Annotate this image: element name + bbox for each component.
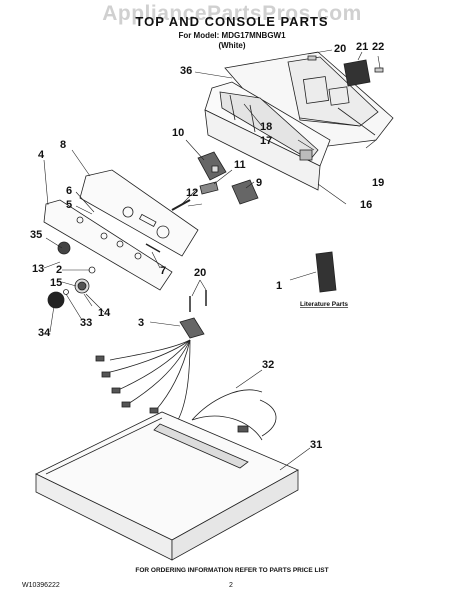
callout-36: 36 xyxy=(180,65,192,77)
literature-label: Literature Parts xyxy=(300,301,348,308)
callout-14: 14 xyxy=(98,307,111,319)
ordering-note: FOR ORDERING INFORMATION REFER TO PARTS … xyxy=(135,567,329,574)
callout-31: 31 xyxy=(310,439,322,451)
page-number: 2 xyxy=(229,582,233,589)
top-panel xyxy=(35,411,299,561)
rear-console-panel xyxy=(224,51,394,151)
callout-4: 4 xyxy=(38,149,45,161)
callout-5: 5 xyxy=(66,199,72,211)
callout-9: 9 xyxy=(256,177,262,189)
callout-6: 6 xyxy=(66,185,72,197)
leader-lines xyxy=(43,49,381,471)
callout-16: 16 xyxy=(360,199,372,211)
literature-booklet xyxy=(315,251,337,293)
callout-7: 7 xyxy=(160,265,166,277)
callout-35: 35 xyxy=(30,229,42,241)
bracket-part xyxy=(307,55,384,87)
page-title: TOP AND CONSOLE PARTS xyxy=(135,14,329,29)
callout-labels: 1 2 3 4 5 6 7 8 9 10 11 12 13 14 15 16 1… xyxy=(30,41,384,451)
wire-harness xyxy=(95,339,277,441)
switch-part xyxy=(197,151,227,181)
callout-20-bottom: 20 xyxy=(194,267,206,279)
callout-20-top: 20 xyxy=(334,43,346,55)
callout-21: 21 xyxy=(356,41,368,53)
model-subtitle: For Model: MDG17MNBGW1 xyxy=(178,31,286,40)
callout-8: 8 xyxy=(60,139,66,151)
console-backsplash xyxy=(43,199,173,291)
callout-2: 2 xyxy=(56,264,62,276)
callout-13: 13 xyxy=(32,263,44,275)
callout-33: 33 xyxy=(80,317,92,329)
callout-1: 1 xyxy=(276,280,282,292)
watermark: AppliancePartsPros.com xyxy=(102,2,362,25)
callout-11: 11 xyxy=(234,159,246,171)
timer-part xyxy=(231,179,259,205)
callout-15: 15 xyxy=(50,277,62,289)
document-id: W10396222 xyxy=(22,582,60,589)
callout-12: 12 xyxy=(186,187,198,199)
callout-17: 17 xyxy=(260,135,272,147)
callout-32: 32 xyxy=(262,359,274,371)
callout-22: 22 xyxy=(372,41,384,53)
callout-19: 19 xyxy=(372,177,384,189)
callout-18: 18 xyxy=(260,121,272,133)
harness-bracket xyxy=(179,290,207,339)
control-panel xyxy=(79,169,199,257)
knob-assembly xyxy=(47,241,96,309)
console-housing xyxy=(204,81,331,191)
small-switch-part xyxy=(199,181,219,195)
callout-34: 34 xyxy=(38,327,51,339)
color-subtitle: (White) xyxy=(218,41,246,50)
screw-part xyxy=(145,243,161,253)
callout-10: 10 xyxy=(172,127,184,139)
clip-part xyxy=(171,199,191,211)
callout-3: 3 xyxy=(138,317,144,329)
